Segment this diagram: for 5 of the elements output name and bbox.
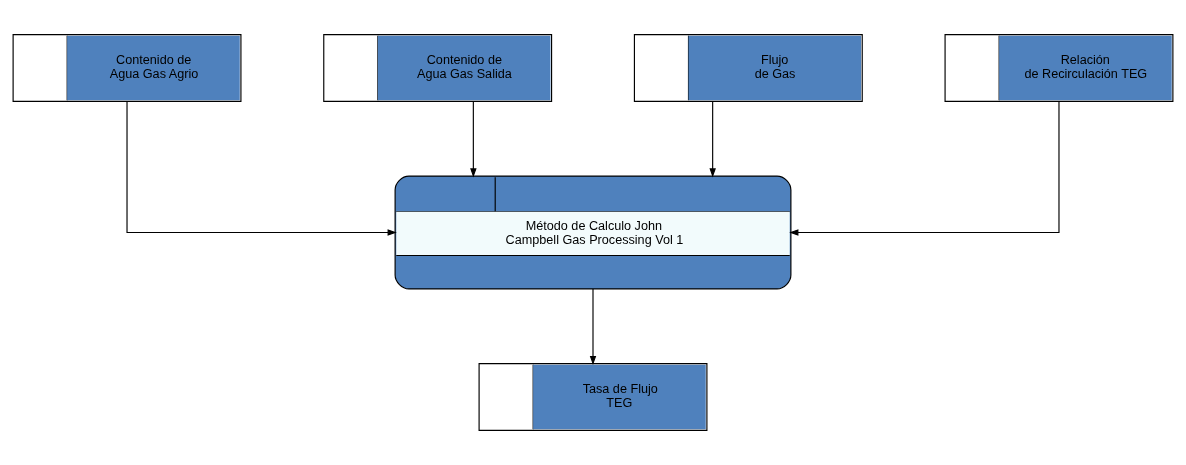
arrow xyxy=(589,288,597,366)
arrow xyxy=(126,101,397,236)
arrow xyxy=(789,101,1060,236)
arrow xyxy=(470,101,477,178)
arrow xyxy=(709,101,716,178)
